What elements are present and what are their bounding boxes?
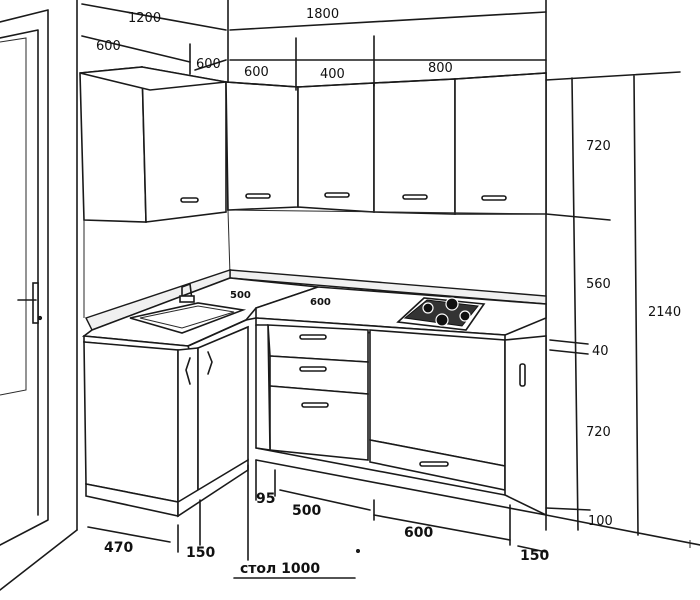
burner-icon <box>422 302 434 314</box>
dim-600-left: 600 <box>96 39 121 54</box>
upper-handles <box>180 192 507 203</box>
dim-counter-600: 600 <box>310 297 331 308</box>
table-label: стол 1000 <box>240 561 320 577</box>
dim-600: 600 <box>244 65 269 80</box>
drawer-bottom <box>269 385 369 461</box>
upper-cabinets <box>79 66 547 223</box>
dim-40: 40 <box>592 344 609 359</box>
dim-720-bottom: 720 <box>586 425 611 440</box>
dim-560: 560 <box>586 277 611 292</box>
dim-800: 800 <box>428 61 453 76</box>
dim-600-bottom: 600 <box>404 525 433 541</box>
dim-1200: 1200 <box>128 11 161 26</box>
dim-720-top: 720 <box>586 139 611 154</box>
upper-cabinet-800-a <box>373 78 456 215</box>
dim-600-corner: 600 <box>196 57 221 72</box>
dim-counter-500: 500 <box>230 290 251 301</box>
dimension-labels: 1200 600 600 1800 600 400 800 720 560 40… <box>96 7 681 577</box>
door-handle <box>32 282 39 324</box>
door <box>0 9 49 546</box>
narrow-cabinet <box>504 335 547 517</box>
dim-95: 95 <box>256 491 275 507</box>
dim-2140: 2140 <box>648 305 681 320</box>
dim-100: 100 <box>588 514 613 529</box>
cooktop <box>396 297 486 331</box>
upper-cabinet-800-b <box>454 72 547 215</box>
sink-basin <box>129 302 247 334</box>
burner-icon <box>459 310 471 322</box>
lower-cabinets <box>83 324 547 518</box>
dim-1800: 1800 <box>306 7 339 22</box>
backsplash <box>83 209 547 318</box>
dim-150-left: 150 <box>186 545 215 561</box>
dim-400: 400 <box>320 67 345 82</box>
dimension-lines <box>81 3 691 579</box>
upper-cabinet-600 <box>225 81 299 211</box>
dim-470: 470 <box>104 540 133 556</box>
burner-icon <box>435 313 449 327</box>
dim-150-right: 150 <box>520 548 549 564</box>
sink <box>129 283 247 334</box>
faucet <box>181 283 193 301</box>
dim-500: 500 <box>292 503 321 519</box>
burner-icon <box>445 297 459 311</box>
